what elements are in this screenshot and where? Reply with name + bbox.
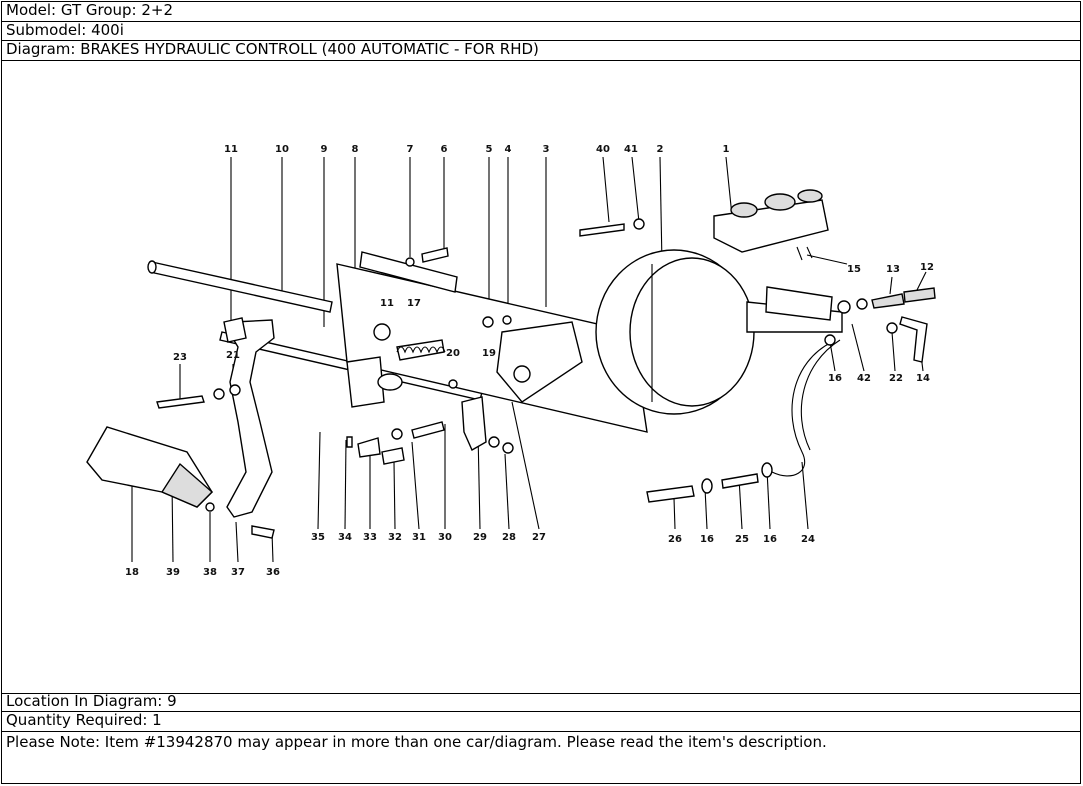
callout-24: 24 [801, 534, 815, 545]
brake-booster [595, 249, 843, 415]
callout-28: 28 [502, 532, 516, 543]
return-spring [396, 346, 446, 354]
callout-33: 33 [363, 532, 377, 543]
callout-29: 29 [473, 532, 487, 543]
callout-27: 27 [532, 532, 546, 543]
callout-34: 34 [338, 532, 352, 543]
callout-12: 12 [920, 262, 934, 273]
callout-31: 31 [412, 532, 426, 543]
callout-1: 1 [723, 144, 730, 155]
callout-3: 3 [543, 144, 550, 155]
callout-labels: 11 10 9 8 7 6 5 4 3 40 41 2 1 15 13 12 1… [125, 144, 934, 578]
callout-25: 25 [735, 534, 749, 545]
submodel-row: Submodel: 400i [2, 22, 1080, 41]
callout-6: 6 [441, 144, 448, 155]
callout-35: 35 [311, 532, 325, 543]
callout-18: 18 [125, 567, 139, 578]
callout-16-bottom-a: 16 [700, 534, 714, 545]
callout-41: 41 [624, 144, 638, 155]
callout-10: 10 [275, 144, 289, 155]
fluid-reservoir [713, 189, 829, 261]
callout-32: 32 [388, 532, 402, 543]
callout-17: 17 [407, 298, 421, 309]
callout-9: 9 [321, 144, 328, 155]
callout-22: 22 [889, 373, 903, 384]
callout-39: 39 [166, 567, 180, 578]
linkage-parts [346, 218, 645, 465]
callout-5: 5 [486, 144, 493, 155]
location-row: Location In Diagram: 9 [2, 693, 1080, 712]
callout-21: 21 [226, 350, 240, 361]
brake-pedal [86, 317, 275, 539]
callout-16-bottom-b: 16 [763, 534, 777, 545]
callout-4: 4 [505, 144, 512, 155]
callout-36: 36 [266, 567, 280, 578]
callout-13: 13 [886, 264, 900, 275]
callout-16-right: 16 [828, 373, 842, 384]
callout-30: 30 [438, 532, 452, 543]
quantity-row: Quantity Required: 1 [2, 712, 1080, 732]
callout-2: 2 [657, 144, 664, 155]
callout-19: 19 [482, 348, 496, 359]
parts-diagram: 11 10 9 8 7 6 5 4 3 40 41 2 1 15 13 12 1… [2, 61, 1080, 694]
callout-15: 15 [847, 264, 861, 275]
callout-8: 8 [352, 144, 359, 155]
diagram-title-row: Diagram: BRAKES HYDRAULIC CONTROLL (400 … [2, 41, 1080, 61]
note-row: Please Note: Item #13942870 may appear i… [6, 733, 827, 751]
callout-11-top: 11 [224, 144, 238, 155]
callout-7: 7 [407, 144, 414, 155]
callout-11-middle: 11 [380, 298, 394, 309]
exploded-view-svg: 11 10 9 8 7 6 5 4 3 40 41 2 1 15 13 12 1… [86, 144, 936, 578]
callout-37: 37 [231, 567, 245, 578]
callout-23: 23 [173, 352, 187, 363]
callout-38: 38 [203, 567, 217, 578]
callout-40: 40 [596, 144, 610, 155]
callout-26: 26 [668, 534, 682, 545]
callout-20: 20 [446, 348, 460, 359]
callout-14: 14 [916, 373, 930, 384]
callout-42: 42 [857, 373, 871, 384]
model-row: Model: GT Group: 2+2 [2, 2, 1080, 22]
pipe-fittings [646, 287, 936, 503]
